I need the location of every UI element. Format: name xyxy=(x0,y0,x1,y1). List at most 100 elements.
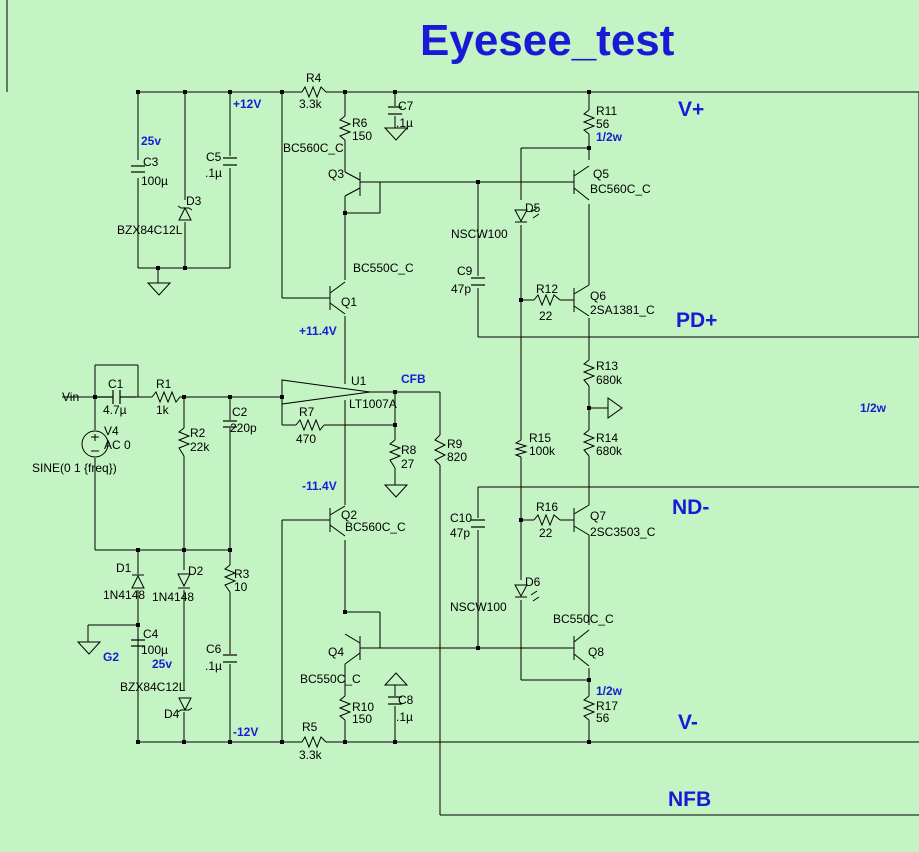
label-r10-ref: R10 xyxy=(352,700,374,714)
label-r2-value: 22k xyxy=(190,440,210,454)
label-r12-value: 22 xyxy=(539,309,553,323)
note-half-watt-r11: 1/2w xyxy=(596,130,623,144)
label-q5-value: BC560C_C xyxy=(590,182,651,196)
label-c7-value: .1µ xyxy=(396,116,413,130)
label-r2-ref: R2 xyxy=(190,426,206,440)
label-u1-value: LT1007A xyxy=(349,397,397,411)
label-q8-value: BC550C_C xyxy=(553,612,614,626)
resistor-r5[interactable] xyxy=(301,735,327,749)
label-d6-ref: D6 xyxy=(525,575,541,589)
capacitor-c10[interactable] xyxy=(471,519,485,528)
zener-d4[interactable] xyxy=(177,697,193,713)
label-c9-ref: C9 xyxy=(457,264,473,278)
resistor-r3[interactable] xyxy=(223,564,237,593)
label-c4-ref: C4 xyxy=(143,627,159,641)
net-label-vin: Vin xyxy=(62,390,79,404)
label-r10-value: 150 xyxy=(352,712,372,726)
resistor-r16[interactable] xyxy=(533,513,561,527)
zener-d3[interactable] xyxy=(177,205,193,221)
transistor-q1[interactable] xyxy=(329,281,346,315)
resistor-r14[interactable] xyxy=(582,429,596,457)
capacitor-c6[interactable] xyxy=(223,654,237,663)
resistor-r8[interactable] xyxy=(388,439,402,469)
resistor-r11[interactable] xyxy=(582,109,596,135)
capacitor-c5[interactable] xyxy=(223,157,237,166)
led-d5[interactable] xyxy=(514,207,540,223)
transistor-q7[interactable] xyxy=(570,504,590,536)
port-pdplus: PD+ xyxy=(676,309,717,332)
capacitor-c7[interactable] xyxy=(388,106,402,115)
port-nfb: NFB xyxy=(668,788,711,811)
capacitor-c3[interactable] xyxy=(131,165,145,173)
transistor-q3[interactable] xyxy=(344,171,361,197)
label-q2-ref: Q2 xyxy=(341,508,357,522)
ground-symbol-right xyxy=(607,397,623,419)
diode-d1[interactable] xyxy=(131,574,145,589)
label-v4-spec: SINE(0 1 {freq}) xyxy=(32,461,117,475)
label-u1-ref: U1 xyxy=(351,374,367,388)
transistor-q5[interactable] xyxy=(565,165,590,201)
resistor-r6[interactable] xyxy=(338,115,352,141)
label-r5-ref: R5 xyxy=(302,720,318,734)
label-q1-ref: Q1 xyxy=(341,295,357,309)
label-q4-ref: Q4 xyxy=(328,645,344,659)
label-r1-ref: R1 xyxy=(156,377,172,391)
label-q7-ref: Q7 xyxy=(590,509,606,523)
capacitor-c1[interactable] xyxy=(95,390,136,404)
capacitor-c9[interactable] xyxy=(471,277,485,286)
label-r13-ref: R13 xyxy=(596,359,618,373)
transistor-q2[interactable] xyxy=(329,505,346,537)
resistor-r1[interactable] xyxy=(151,390,206,404)
label-c2-value: 220p xyxy=(230,421,257,435)
label-r17-value: 56 xyxy=(596,711,610,725)
transistor-q8[interactable] xyxy=(565,629,590,667)
resistor-r7[interactable] xyxy=(295,418,325,432)
resistor-r12[interactable] xyxy=(533,293,561,307)
label-r7-ref: R7 xyxy=(299,405,315,419)
resistor-r13[interactable] xyxy=(582,359,596,387)
port-vminus: V- xyxy=(678,711,698,734)
label-c8-ref: C8 xyxy=(398,693,414,707)
capacitor-c8[interactable] xyxy=(388,696,402,705)
led-d6[interactable] xyxy=(514,584,540,602)
label-d4-ref: D4 xyxy=(164,707,180,721)
transistor-q6[interactable] xyxy=(570,284,590,317)
note-25v-top: 25v xyxy=(141,134,161,148)
label-c6-ref: C6 xyxy=(206,642,222,656)
label-q5-ref: Q5 xyxy=(593,167,609,181)
label-d3-value: BZX84C12L xyxy=(117,223,183,237)
ground-symbol xyxy=(384,672,408,686)
resistor-r2[interactable] xyxy=(177,427,191,457)
label-r8-ref: R8 xyxy=(401,443,417,457)
label-q4-value: BC550C_C xyxy=(300,672,361,686)
label-r13-value: 680k xyxy=(596,373,623,387)
port-ndminus: ND- xyxy=(672,496,709,519)
label-r15-value: 100k xyxy=(529,444,556,458)
label-q8-ref: Q8 xyxy=(588,645,604,659)
label-r6-value: 150 xyxy=(352,129,372,143)
label-r11-ref: R11 xyxy=(596,104,617,118)
label-r11-value: 56 xyxy=(596,117,610,131)
resistor-r4[interactable] xyxy=(301,85,327,99)
label-r4-value: 3.3k xyxy=(299,97,323,111)
label-c5-value: .1µ xyxy=(205,166,222,180)
label-c9-value: 47p xyxy=(451,282,471,296)
label-c7-ref: C7 xyxy=(398,99,414,113)
resistor-r9[interactable] xyxy=(433,434,447,466)
transistor-q4[interactable] xyxy=(344,633,361,665)
opamp-u1[interactable] xyxy=(281,379,371,420)
resistor-r17[interactable] xyxy=(582,695,596,721)
resistor-r15[interactable] xyxy=(514,439,528,458)
label-r3-ref: R3 xyxy=(234,567,250,581)
source-v4[interactable] xyxy=(81,430,109,458)
label-d1-value: 1N4148 xyxy=(103,588,145,602)
label-r6-ref: R6 xyxy=(352,116,368,130)
ground-symbol-g2 xyxy=(77,641,101,655)
label-r15-ref: R15 xyxy=(529,431,551,445)
diode-d2[interactable] xyxy=(177,573,191,589)
capacitor-c2[interactable] xyxy=(223,420,237,428)
label-c10-ref: C10 xyxy=(450,511,472,525)
capacitor-c4[interactable] xyxy=(131,639,145,647)
resistor-r10[interactable] xyxy=(338,695,352,721)
label-d5-value: NSCW100 xyxy=(451,227,508,241)
